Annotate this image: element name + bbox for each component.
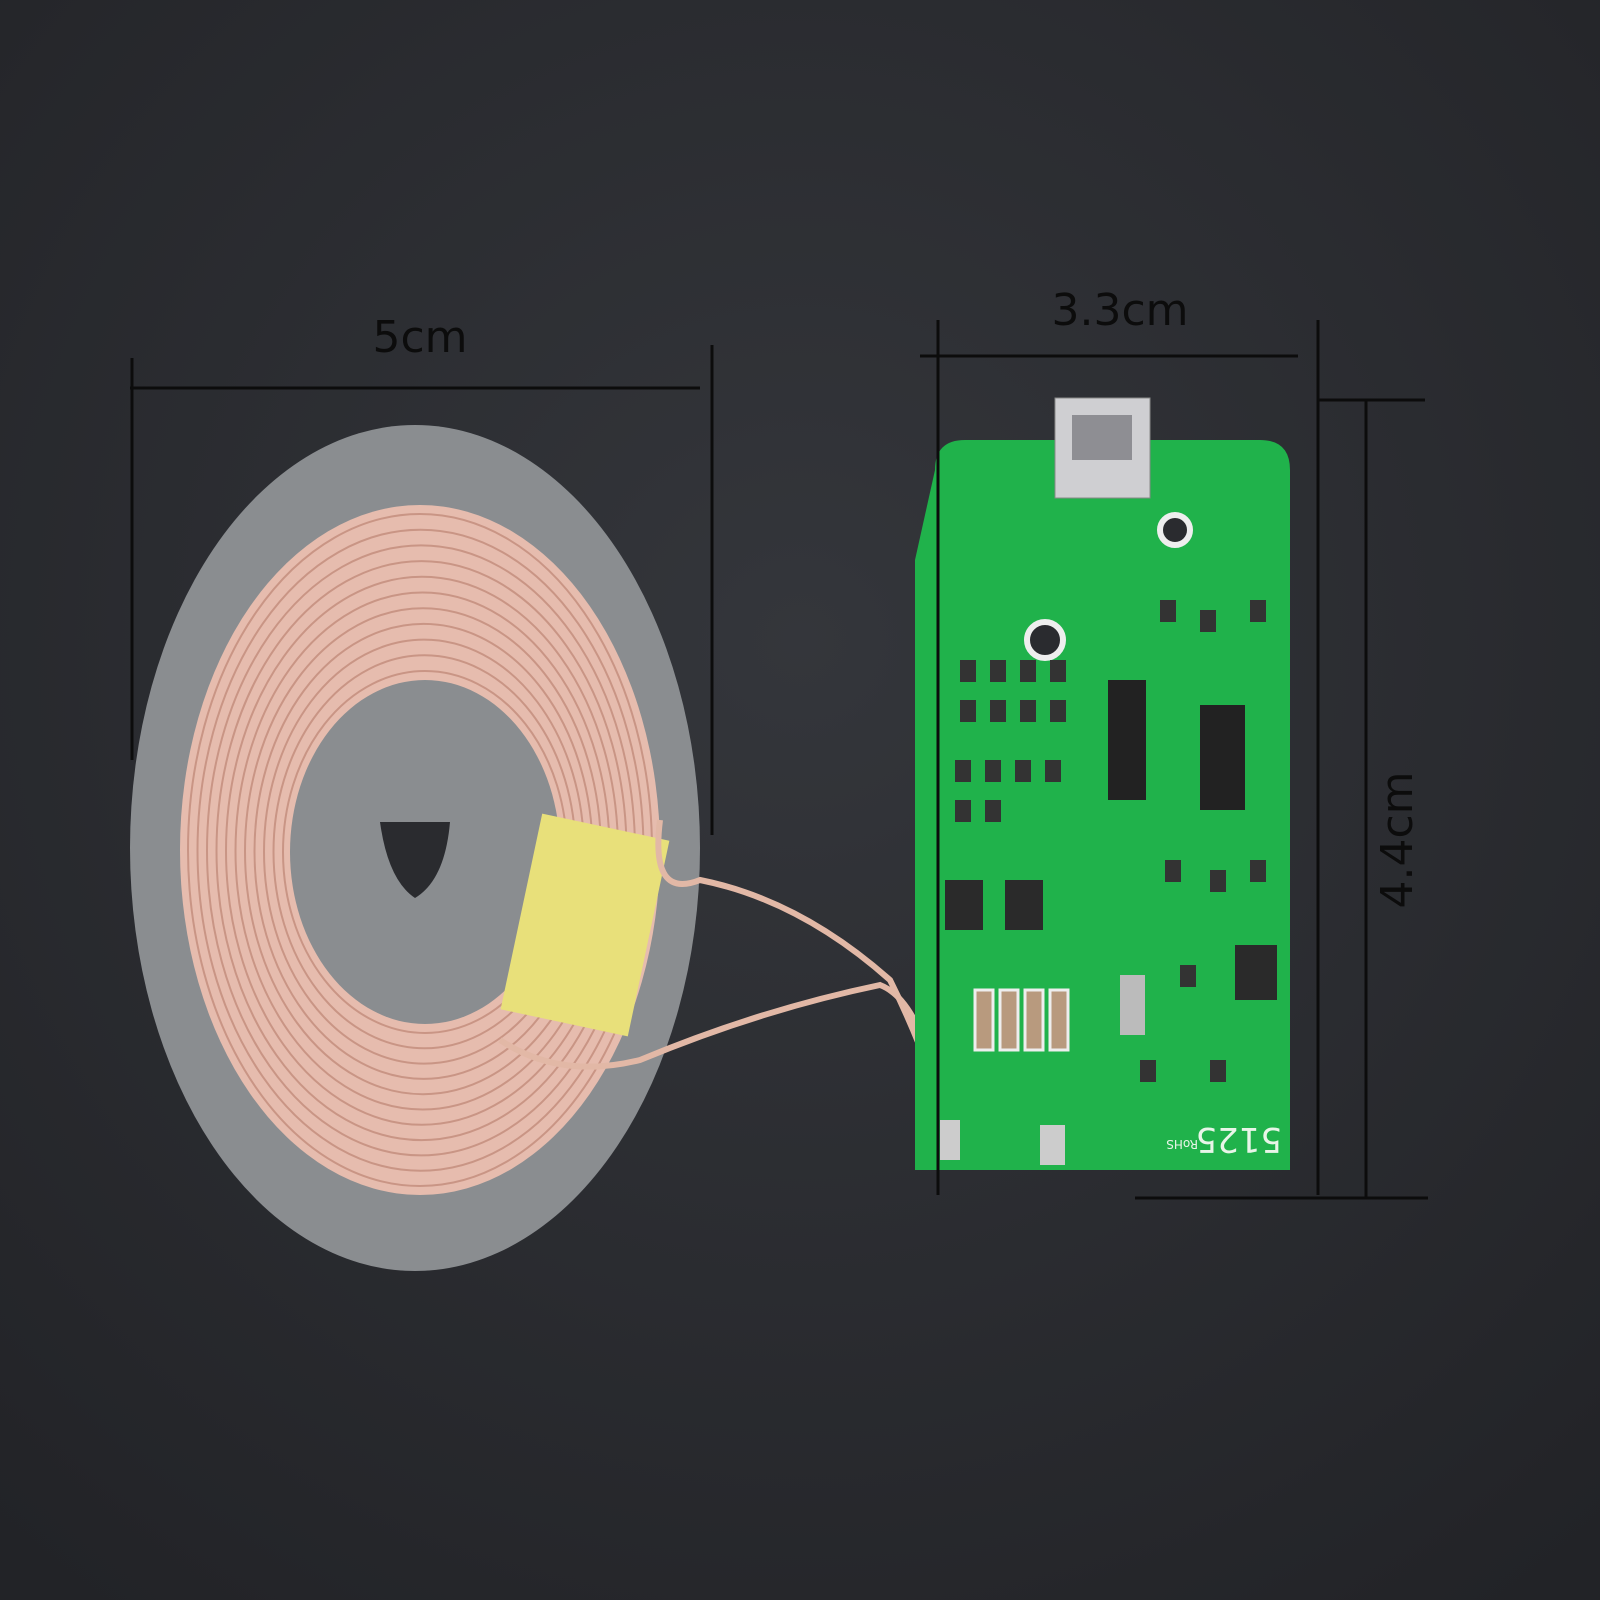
smd-component <box>990 660 1006 682</box>
smd-component <box>1210 870 1226 892</box>
smd-component <box>1250 860 1266 882</box>
smd-component <box>1250 600 1266 622</box>
smd-component <box>1165 860 1181 882</box>
ic-chip <box>1200 705 1245 810</box>
smd-component <box>1015 760 1031 782</box>
receiver-circuit-board: 5125 RoHS <box>915 397 1290 1170</box>
smd-component <box>990 700 1006 722</box>
smd-component <box>1160 600 1176 622</box>
smd-component <box>985 760 1001 782</box>
smd-component <box>1050 660 1066 682</box>
smd-component <box>1045 760 1061 782</box>
smd-component <box>1140 1060 1156 1082</box>
tape <box>500 813 670 1037</box>
silkscreen-code: 5125 <box>1195 1119 1282 1159</box>
smd-component <box>1180 965 1196 987</box>
smd-component <box>1200 610 1216 632</box>
smd-component <box>1020 700 1036 722</box>
coil-center-hole <box>380 822 450 898</box>
board-height-label: 4.4cm <box>1372 771 1423 908</box>
smd-component <box>955 800 971 822</box>
smd-component <box>955 760 971 782</box>
mounting-hole <box>1157 512 1193 548</box>
board-width-label: 3.3cm <box>1051 285 1188 336</box>
smd-component <box>960 660 976 682</box>
coil-width-label: 5cm <box>372 312 467 363</box>
mounting-hole <box>1024 619 1066 661</box>
smd-component <box>1210 1060 1226 1082</box>
capacitors <box>973 988 1070 1052</box>
wireless-charging-coil <box>130 425 1031 1271</box>
smd-component <box>985 800 1001 822</box>
dimension-lines <box>130 320 1428 1200</box>
smd-component <box>1050 700 1066 722</box>
silkscreen-mark: RoHS <box>1166 1137 1198 1151</box>
ic-chip <box>1108 680 1146 800</box>
smd-component <box>960 700 976 722</box>
smd-component <box>1020 660 1036 682</box>
